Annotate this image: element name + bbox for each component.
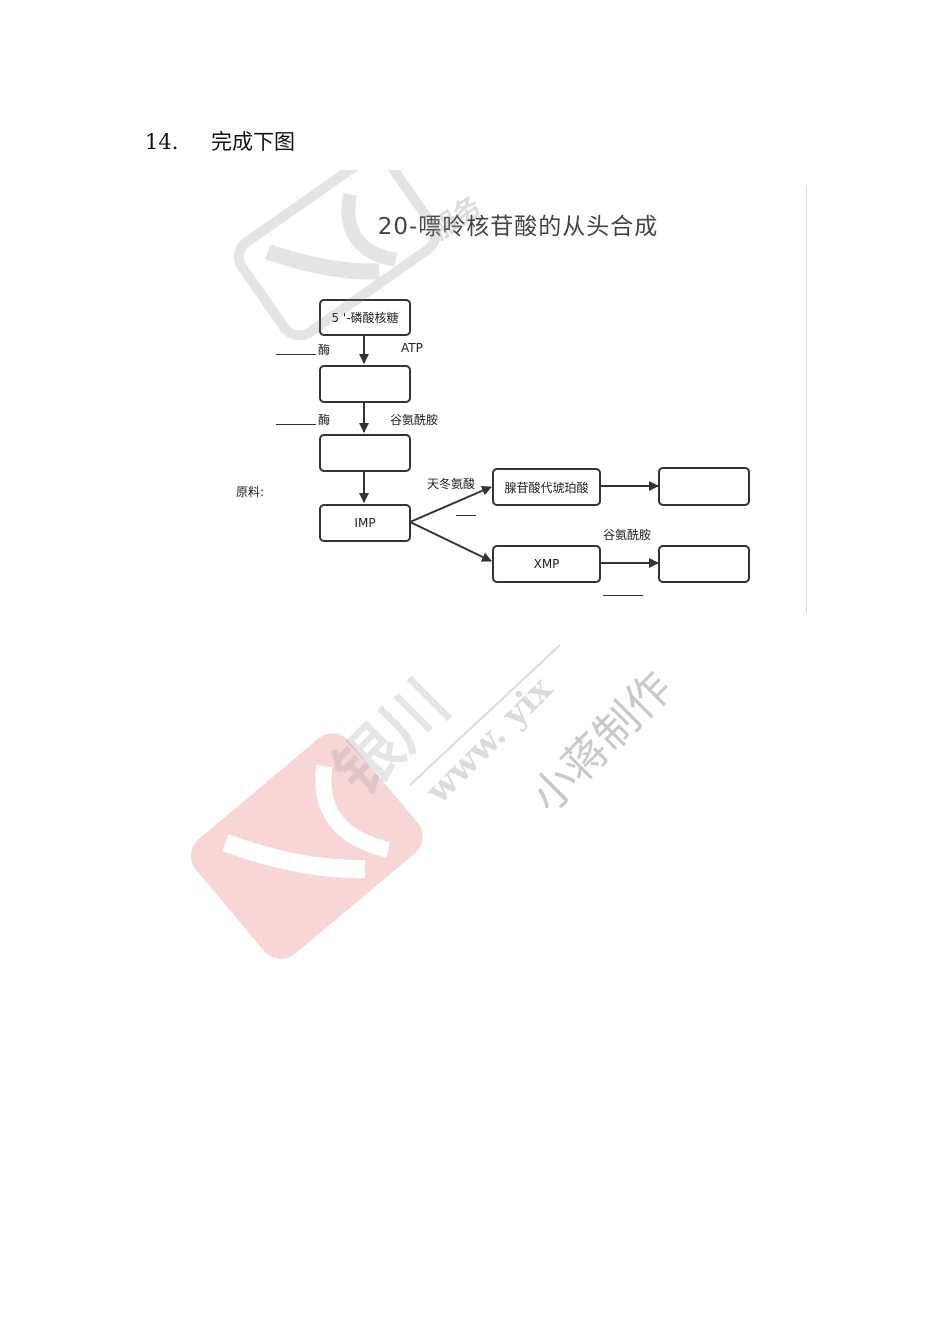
- watermark-brand: 银川: [330, 667, 464, 810]
- blank-glutamine-product[interactable]: [603, 595, 643, 596]
- box-answer-amp[interactable]: [658, 467, 750, 506]
- question-text: 完成下图: [211, 130, 295, 154]
- box-xmp: XMP: [492, 545, 601, 583]
- box-answer-step2[interactable]: [319, 434, 411, 472]
- diagram-arrows: [359, 334, 659, 568]
- purine-synthesis-diagram: 20-嘌呤核苷酸的从头合成 5 '-磷酸核糖 IMP 腺苷酸代琥珀酸 XMP 酶…: [230, 185, 807, 613]
- watermark-url: www. yix: [417, 669, 560, 812]
- box-answer-gmp[interactable]: [658, 545, 750, 583]
- label-glutamine-1: 谷氨酰胺: [390, 413, 439, 427]
- question-number: 14.: [145, 130, 179, 154]
- box-ribose-5-phosphate: 5 '-磷酸核糖: [319, 299, 411, 336]
- blank-enzyme2[interactable]: [276, 424, 316, 425]
- label-enzyme2: 酶: [318, 413, 331, 427]
- label-glutamine-2: 谷氨酰胺: [603, 528, 652, 542]
- label-atp: ATP: [401, 341, 423, 355]
- label-enzyme1: 酶: [318, 343, 331, 357]
- watermark-maker: 小蒋制作: [522, 662, 683, 823]
- label-aspartate: 天冬氨酸: [427, 477, 476, 491]
- watermark-text: 银川 www. yix 小蒋制作: [330, 644, 683, 823]
- diagram-title: 20-嘌呤核苷酸的从头合成: [377, 214, 659, 240]
- arrow-imp-to-adenylosuccinate: [409, 485, 492, 523]
- watermark-logo-red: [190, 733, 423, 959]
- question-14: 14. 完成下图: [145, 126, 295, 156]
- blank-aspartate-product[interactable]: [456, 515, 476, 516]
- blank-enzyme1[interactable]: [276, 354, 316, 355]
- box-imp: IMP: [319, 504, 411, 542]
- label-raw-materials: 原料:: [236, 485, 265, 499]
- arrow-imp-to-xmp: [409, 521, 492, 562]
- box-adenylosuccinate: 腺苷酸代琥珀酸: [492, 468, 601, 506]
- box-answer-step1[interactable]: [319, 365, 411, 403]
